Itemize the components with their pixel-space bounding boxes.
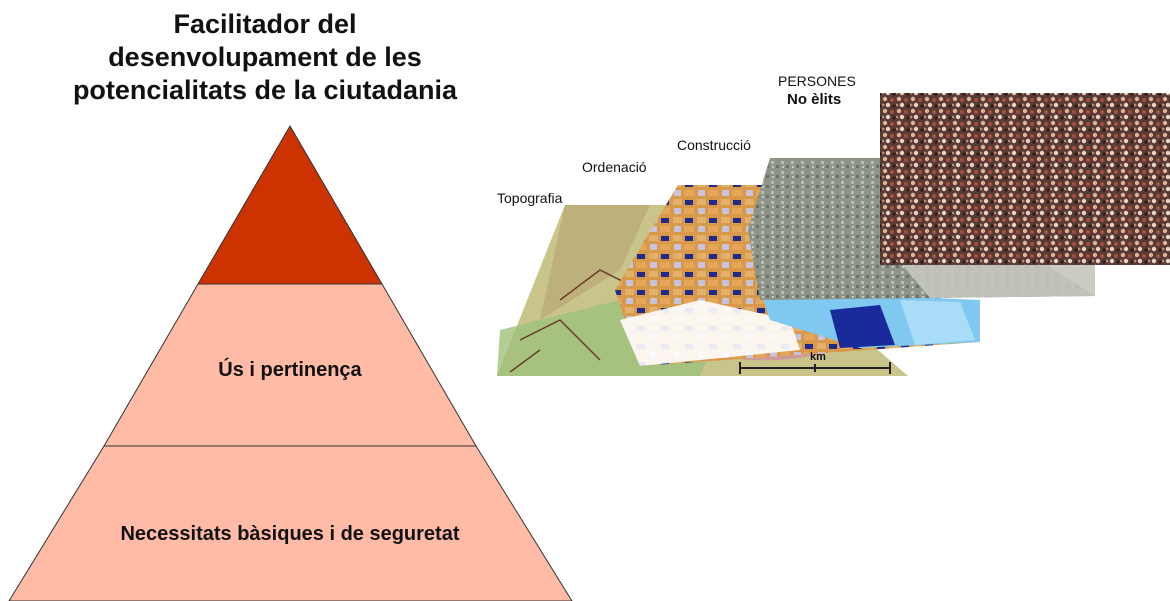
construccio-label: Construcció xyxy=(677,137,751,153)
no-elits-label: No èlits xyxy=(787,91,841,108)
map-layers: km Topografia Ordenació Construcció PERS… xyxy=(497,73,1170,376)
pyramid-title-line-3: potencialitats de la ciutadania xyxy=(72,75,458,105)
pyramid-title-line-2: desenvolupament de les xyxy=(108,42,422,72)
pyramid-title: Facilitador del desenvolupament de les p… xyxy=(30,8,500,107)
pyramid-top-level xyxy=(197,125,383,285)
people-layer-crowd xyxy=(880,93,1170,265)
ordenacio-label: Ordenació xyxy=(582,159,647,175)
pyramid-middle-label: Ús i pertinença xyxy=(218,357,362,381)
pyramid: Ús i pertinença Necessitats bàsiques i d… xyxy=(8,125,573,601)
scale-unit-label: km xyxy=(810,351,826,363)
pyramid-bottom-label: Necessitats bàsiques i de seguretat xyxy=(120,523,459,545)
topografia-label: Topografia xyxy=(497,190,563,206)
persones-label: PERSONES xyxy=(778,73,856,89)
pyramid-bottom-level xyxy=(8,445,573,601)
pyramid-title-line-1: Facilitador del xyxy=(173,9,357,39)
